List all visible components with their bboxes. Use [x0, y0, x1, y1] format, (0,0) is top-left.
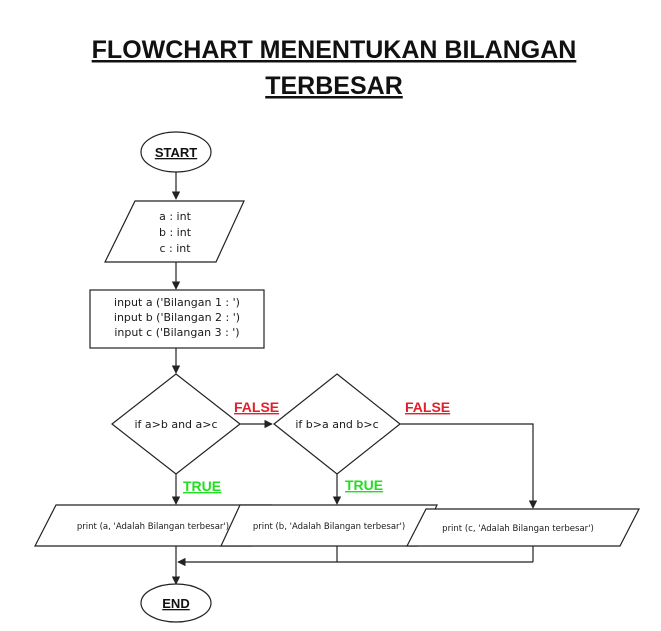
- decision-1-label: if a>b and a>c: [134, 418, 217, 431]
- decision-2-label: if b>a and b>c: [295, 418, 378, 431]
- connector-decision2-output-c: [400, 423, 538, 509]
- start-label: START: [155, 145, 197, 160]
- output-c-parallelogram: print (c, 'Adalah Bilangan terbesar'): [406, 508, 640, 547]
- decision-1-diamond: if a>b and a>c: [111, 373, 241, 475]
- declare-line-c: c : int: [159, 242, 191, 255]
- output-a-label: print (a, 'Adalah Bilangan terbesar'): [77, 522, 229, 532]
- input-line-a: input a ('Bilangan 1 : '): [114, 296, 240, 309]
- title-line-2: TERBESAR: [265, 72, 403, 100]
- false-label-2: FALSE: [405, 399, 450, 415]
- true-label-2: TRUE: [345, 477, 383, 493]
- declare-line-a: a : int: [159, 210, 191, 223]
- output-b-label: print (b, 'Adalah Bilangan terbesar'): [253, 522, 405, 532]
- end-label: END: [162, 596, 189, 611]
- end-terminal: END: [140, 583, 212, 623]
- input-line-b: input b ('Bilangan 2 : '): [114, 311, 240, 324]
- declare-parallelogram: a : int b : int c : int: [104, 200, 245, 263]
- output-c-label: print (c, 'Adalah Bilangan terbesar'): [442, 524, 594, 534]
- input-line-c: input c ('Bilangan 3 : '): [114, 326, 239, 339]
- output-b-parallelogram: print (b, 'Adalah Bilangan terbesar'): [220, 504, 438, 547]
- true-label-1: TRUE: [183, 478, 221, 494]
- start-terminal: START: [140, 131, 212, 173]
- declare-line-b: b : int: [159, 226, 192, 239]
- input-process-box: input a ('Bilangan 1 : ') input b ('Bila…: [89, 289, 265, 349]
- false-label-1: FALSE: [234, 399, 279, 415]
- title-line-1: FLOWCHART MENENTUKAN BILANGAN: [92, 36, 577, 64]
- decision-2-diamond: if b>a and b>c: [273, 373, 401, 475]
